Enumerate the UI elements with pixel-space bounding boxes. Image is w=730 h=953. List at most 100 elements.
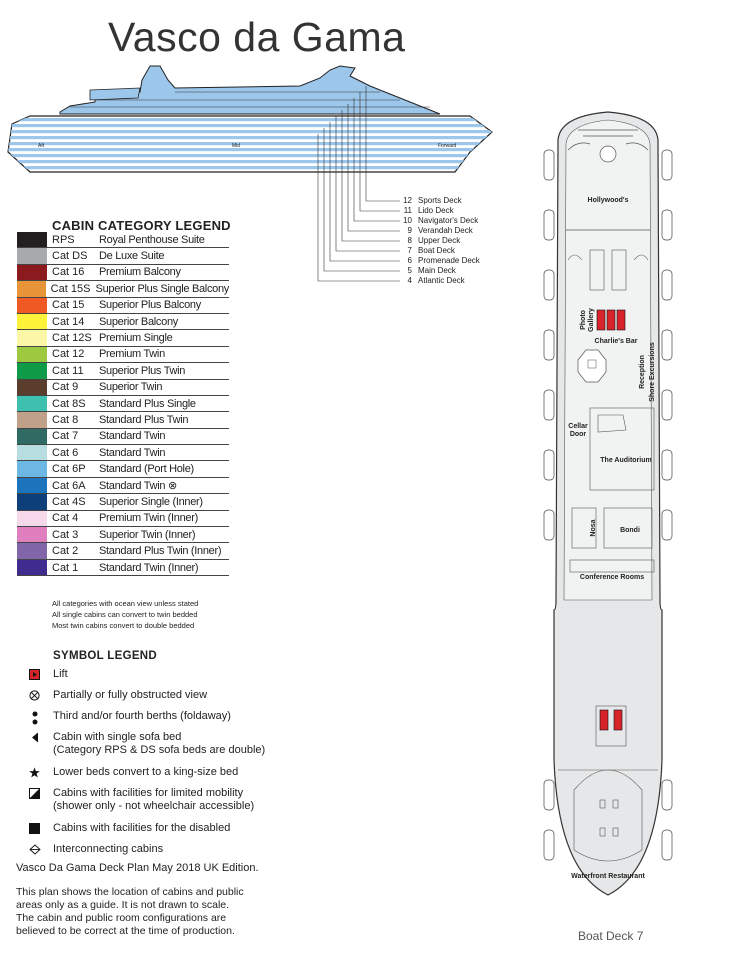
- symbol-row-obstructed: Partially or fully obstructed view: [16, 689, 316, 710]
- ship-profile: Aft Mid Forward: [7, 65, 493, 282]
- category-description: Superior Twin: [99, 381, 163, 394]
- note-line: Most twin cabins convert to double bedde…: [52, 621, 195, 630]
- room-cellar-door-2: Door: [570, 431, 587, 438]
- color-swatch: [17, 232, 47, 248]
- category-code: Cat 15: [52, 299, 85, 312]
- deck-leader-line: [317, 134, 400, 282]
- hull-stripe: [8, 166, 492, 170]
- hull-stripe: [8, 148, 492, 152]
- category-code: Cat 3: [52, 528, 79, 541]
- category-description: Premium Twin: [99, 348, 165, 361]
- category-code: Cat 16: [52, 266, 85, 279]
- color-swatch: [17, 313, 47, 330]
- color-swatch: [17, 248, 47, 264]
- category-code: Cat 15S: [50, 282, 91, 295]
- category-code: Cat DS: [52, 250, 88, 263]
- hull-stripe: [8, 130, 492, 134]
- category-code: Cat 12: [52, 348, 85, 361]
- deck-leader-line: [329, 122, 400, 262]
- cabin-legend-title: CABIN CATEGORY LEGEND: [52, 218, 231, 233]
- category-description: Standard Plus Twin: [99, 413, 189, 426]
- category-description: Standard Twin (Inner): [99, 561, 199, 574]
- category-code: Cat 6: [52, 446, 79, 459]
- color-swatch: [17, 297, 47, 313]
- category-description: Superior Plus Single Balcony: [95, 282, 230, 295]
- color-swatch: [17, 346, 47, 363]
- category-code: Cat 8: [52, 413, 79, 426]
- color-swatch: [17, 494, 47, 510]
- legend-row: Cat 15S Superior Plus Single Balcony: [17, 281, 230, 298]
- category-description: Superior Single (Inner): [99, 495, 203, 508]
- symbol-row-berths: Third and/or fourth berths (foldaway): [16, 710, 316, 731]
- category-code: Cat 14: [52, 315, 85, 328]
- color-swatch: [17, 543, 47, 559]
- category-code: Cat 4S: [52, 495, 86, 508]
- hull-stripe: [8, 142, 492, 146]
- color-swatch: [17, 264, 47, 281]
- symbol-row-mobility: Cabins with facilities for limited mobil…: [16, 787, 316, 822]
- room-cellar-door-1: Cellar: [568, 423, 588, 430]
- hull-stripe: [8, 124, 492, 128]
- limited-mobility-icon: [16, 787, 53, 799]
- symbol-row-interconnecting: Interconnecting cabins: [16, 843, 316, 864]
- edition-note: Vasco Da Gama Deck Plan May 2018 UK Edit…: [16, 862, 259, 874]
- symbol-row-king: Lower beds convert to a king-size bed: [16, 766, 316, 787]
- legend-row: Cat 14 Superior Balcony: [17, 313, 229, 331]
- legend-row: Cat 1 Standard Twin (Inner): [17, 559, 229, 577]
- room-waterfront-restaurant: Waterfront Restaurant: [571, 873, 645, 880]
- deck-leader-line: [359, 92, 400, 212]
- room-photo-gallery-1: Photo: [580, 310, 587, 330]
- deck-caption: Boat Deck 7: [578, 929, 644, 943]
- legend-row: Cat 12S Premium Single: [17, 330, 229, 347]
- room-auditorium: The Auditorium: [600, 457, 651, 464]
- category-description: Premium Single: [99, 332, 173, 345]
- disabled-icon: [16, 822, 53, 834]
- deck-plan: Hollywood's Photo Gallery Charlie's Bar …: [543, 111, 673, 896]
- category-description: Standard Twin: [99, 430, 166, 443]
- room-reception: Reception: [639, 355, 646, 389]
- category-code: Cat 9: [52, 381, 79, 394]
- category-description: Standard Twin ⊗: [99, 480, 177, 493]
- legend-row: Cat 4S Superior Single (Inner): [17, 494, 229, 511]
- forward-label: Forward: [438, 143, 457, 149]
- category-description: Superior Plus Twin: [99, 364, 186, 377]
- category-code: Cat 12S: [52, 332, 92, 345]
- category-description: Royal Penthouse Suite: [99, 233, 205, 246]
- room-shore-excursions: Shore Excursions: [649, 342, 656, 402]
- category-description: Standard (Port Hole): [99, 463, 194, 476]
- category-code: Cat 8S: [52, 397, 86, 410]
- category-description: Superior Balcony: [99, 315, 178, 328]
- mid-label: Mid: [232, 143, 240, 149]
- color-swatch: [17, 363, 47, 379]
- page-title: Vasco da Gama: [108, 14, 406, 60]
- legend-notes: All categories with ocean view unless st…: [52, 598, 198, 631]
- category-description: Premium Twin (Inner): [99, 512, 198, 525]
- disclaimer: This plan shows the location of cabins a…: [16, 886, 244, 937]
- category-code: Cat 1: [52, 561, 79, 574]
- interconnecting-icon: [16, 843, 53, 855]
- legend-row: Cat 9 Superior Twin: [17, 379, 229, 396]
- category-description: De Luxe Suite: [99, 250, 165, 263]
- room-charlies-bar: Charlie's Bar: [595, 338, 638, 345]
- color-swatch: [17, 281, 46, 297]
- symbol-row-lift: Lift: [16, 668, 316, 689]
- deck-leader-line: [365, 86, 400, 202]
- color-swatch: [17, 461, 47, 477]
